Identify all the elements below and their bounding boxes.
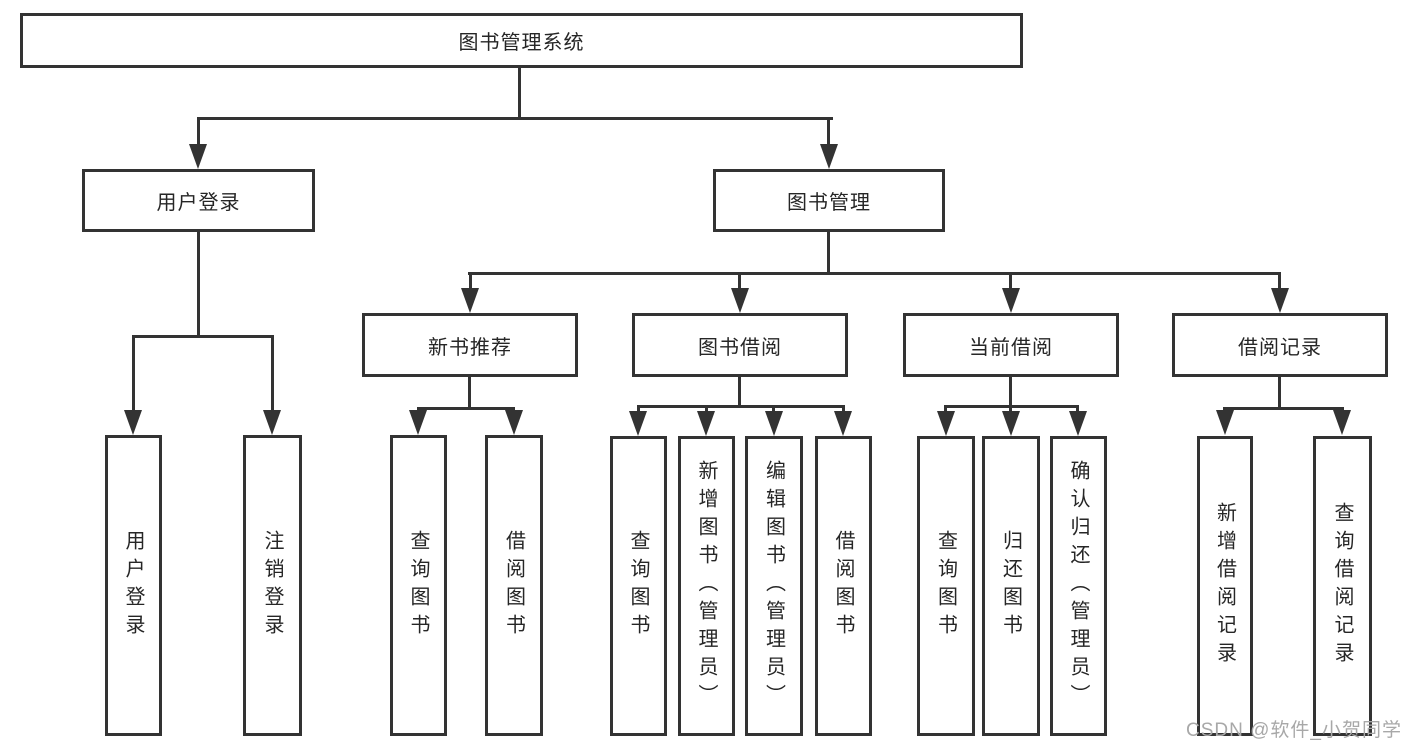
connector-borrowing-bar [637,405,845,408]
connector-bookmgmt-stem [827,232,830,272]
arrowhead-to-add-borrow-record [1216,410,1234,435]
connector-bookmgmt-drop1 [469,272,472,288]
leaf-add-books-admin-label: 新增图书（管理员） [695,460,717,712]
arrowhead-to-book-borrowing [731,288,749,313]
node-borrowing-records-label: 借阅记录 [1238,336,1322,359]
arrowhead-to-borrow-books-2 [834,411,852,436]
connector-borrowing-drop4 [842,405,845,412]
leaf-query-borrow-record-label: 查询借阅记录 [1331,502,1353,670]
leaf-borrow-books-recommend-label: 借阅图书 [502,529,525,642]
node-book-borrowing-label: 图书借阅 [698,336,782,359]
connector-userlogin-drop2 [271,335,274,410]
leaf-add-books-admin: 新增图书（管理员） [678,436,735,736]
leaf-return-books: 归还图书 [982,436,1040,736]
connector-current-drop2 [1009,405,1012,412]
connector-bookmgmt-drop3 [1009,272,1012,288]
node-root-label: 图书管理系统 [458,32,585,54]
arrowhead-to-add-books [697,411,715,436]
connector-root-bar [197,117,833,120]
node-user-login-label: 用户登录 [156,192,241,214]
node-book-management-label: 图书管理 [787,192,871,214]
node-current-borrowing-label: 当前借阅 [969,336,1053,359]
connector-current-drop3 [1076,405,1079,412]
connector-userlogin-bar [132,335,274,338]
arrowhead-to-query-borrow-record [1333,410,1351,435]
arrowhead-to-borrowing-records [1271,288,1289,313]
leaf-confirm-return-admin: 确认归还（管理员） [1050,436,1107,736]
arrowhead-to-edit-books [765,411,783,436]
leaf-user-login-label: 用户登录 [122,529,144,642]
watermark: CSDN @软件_小贺同学 [1186,720,1402,741]
leaf-query-books-recommend-label: 查询图书 [407,529,429,642]
connector-borrowing-drop3 [772,405,775,412]
leaf-add-borrow-record-label: 新增借阅记录 [1213,502,1236,670]
arrowhead-to-query-books-2 [629,411,647,436]
node-book-borrowing: 图书借阅 [632,313,848,377]
arrowhead-to-user-login [189,144,207,169]
connector-current-stem [1009,377,1012,405]
connector-records-bar [1223,407,1343,410]
connector-root-stem [518,68,521,118]
connector-recommend-stem [468,377,471,407]
leaf-add-borrow-record: 新增借阅记录 [1197,436,1253,736]
arrowhead-to-leaf-login [124,410,142,435]
leaf-query-borrow-record: 查询借阅记录 [1313,436,1372,736]
leaf-edit-books-admin: 编辑图书（管理员） [745,436,803,736]
arrowhead-to-current-borrowing [1002,288,1020,313]
arrowhead-to-return-books [1002,411,1020,436]
connector-borrowing-stem [738,377,741,405]
connector-bookmgmt-bar [468,272,1281,275]
node-new-book-recommend-label: 新书推荐 [428,336,512,359]
arrowhead-to-borrow-books-1 [505,410,523,435]
leaf-query-books-recommend: 查询图书 [390,435,447,736]
leaf-query-books-borrowing: 查询图书 [610,436,667,736]
leaf-borrow-books-recommend: 借阅图书 [485,435,543,736]
arrowhead-to-leaf-logout [263,410,281,435]
leaf-borrow-books-borrowing-label: 借阅图书 [832,530,854,642]
connector-userlogin-stem [197,232,200,335]
connector-root-left-drop [197,117,200,145]
arrowhead-to-book-management [820,144,838,169]
connector-records-stem [1278,377,1281,407]
leaf-logout-label: 注销登录 [261,529,283,642]
leaf-borrow-books-borrowing: 借阅图书 [815,436,872,736]
node-root: 图书管理系统 [20,13,1023,68]
leaf-confirm-return-admin-label: 确认归还（管理员） [1067,460,1089,712]
leaf-query-books-current-label: 查询图书 [934,530,957,642]
arrowhead-to-new-book-recommend [461,288,479,313]
leaf-return-books-label: 归还图书 [999,530,1022,642]
connector-borrowing-drop2 [705,405,708,412]
connector-current-drop1 [944,405,947,412]
connector-userlogin-drop1 [132,335,135,410]
connector-bookmgmt-drop4 [1278,272,1281,288]
node-current-borrowing: 当前借阅 [903,313,1119,377]
connector-root-right-drop [827,117,830,145]
leaf-edit-books-admin-label: 编辑图书（管理员） [762,460,785,712]
node-user-login: 用户登录 [82,169,315,232]
leaf-user-login: 用户登录 [105,435,162,736]
node-borrowing-records: 借阅记录 [1172,313,1388,377]
arrowhead-to-query-books-3 [937,411,955,436]
leaf-query-books-borrowing-label: 查询图书 [627,530,649,642]
connector-bookmgmt-drop2 [738,272,741,288]
leaf-query-books-current: 查询图书 [917,436,975,736]
node-book-management: 图书管理 [713,169,945,232]
leaf-logout: 注销登录 [243,435,302,736]
node-new-book-recommend: 新书推荐 [362,313,578,377]
connector-recommend-bar [417,407,515,410]
connector-borrowing-drop1 [637,405,640,412]
arrowhead-to-confirm-return [1069,411,1087,436]
arrowhead-to-query-books-1 [409,410,427,435]
